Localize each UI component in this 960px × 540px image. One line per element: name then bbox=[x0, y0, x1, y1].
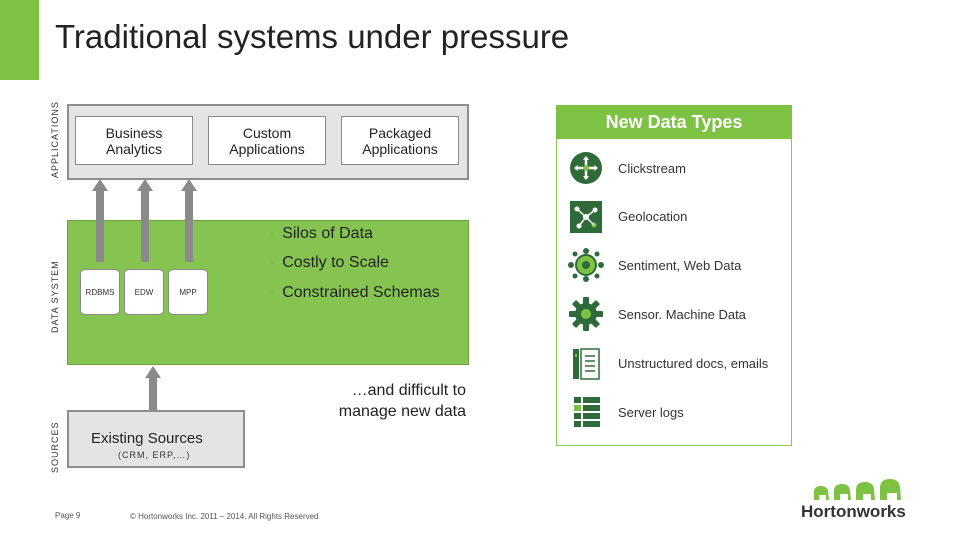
sentiment-icon bbox=[567, 248, 605, 282]
arrow-up-shaft bbox=[96, 220, 104, 262]
copyright: © Hortonworks Inc. 2011 – 2014. All Righ… bbox=[130, 512, 319, 521]
data-type-label: Clickstream bbox=[618, 161, 686, 176]
document-icon bbox=[573, 347, 601, 381]
app-label: Packaged Applications bbox=[362, 124, 438, 157]
db-label: MPP bbox=[179, 287, 197, 297]
bullet-item: •Costly to Scale bbox=[270, 254, 389, 271]
db-edw: EDW bbox=[124, 269, 164, 315]
arrow-up-head bbox=[92, 179, 108, 191]
app-label: Custom Applications bbox=[229, 124, 305, 157]
db-label: EDW bbox=[134, 287, 154, 297]
geolocation-icon bbox=[569, 200, 603, 234]
bullet-text: Constrained Schemas bbox=[282, 284, 440, 301]
elephants-logo-icon bbox=[812, 478, 904, 504]
app-label: Business Analytics bbox=[105, 124, 163, 157]
clickstream-icon bbox=[569, 151, 603, 185]
bullet-text: Costly to Scale bbox=[282, 254, 389, 271]
app-business-analytics: Business Analytics bbox=[75, 116, 193, 165]
title-accent-bar bbox=[0, 0, 39, 80]
bullet-text: Silos of Data bbox=[282, 225, 373, 242]
layer-label-sources: SOURCES bbox=[50, 421, 60, 473]
data-type-label: Sensor. Machine Data bbox=[618, 307, 746, 322]
sensor-gear-icon bbox=[569, 297, 603, 331]
db-mpp: MPP bbox=[168, 269, 208, 315]
difficult-caption: …and difficult to manage new data bbox=[338, 382, 466, 420]
arrow-up-head bbox=[181, 179, 197, 191]
data-type-label: Unstructured docs, emails bbox=[618, 356, 769, 371]
new-data-types-header: New Data Types bbox=[556, 105, 792, 139]
data-type-label: Sentiment, Web Data bbox=[618, 258, 742, 273]
arrow-up-shaft bbox=[141, 220, 149, 262]
db-label: RDBMS bbox=[85, 287, 115, 297]
sources-panel bbox=[67, 410, 245, 468]
page-number: Page 9 bbox=[55, 511, 81, 520]
bullet-item: •Constrained Schemas bbox=[270, 284, 440, 301]
arrow-up-shaft bbox=[149, 378, 157, 412]
brand-logo-text: Hortonworks bbox=[801, 502, 906, 521]
sources-title: Existing Sources bbox=[91, 430, 203, 447]
arrow-up-shaft bbox=[185, 220, 193, 262]
arrow-up-head bbox=[137, 179, 153, 191]
layer-label-applications: APPLICATIONS bbox=[50, 101, 60, 178]
sources-subtitle: (CRM, ERP,…) bbox=[118, 450, 191, 460]
data-type-label: Server logs bbox=[618, 405, 684, 420]
arrow-up-head bbox=[145, 366, 161, 378]
app-custom-applications: Custom Applications bbox=[208, 116, 326, 165]
page-title: Traditional systems under pressure bbox=[55, 18, 570, 55]
server-logs-icon bbox=[574, 396, 600, 430]
app-packaged-applications: Packaged Applications bbox=[341, 116, 459, 165]
layer-label-data-system: DATA SYSTEM bbox=[50, 260, 60, 333]
bullet-item: •Silos of Data bbox=[270, 225, 373, 242]
db-rdbms: RDBMS bbox=[80, 269, 120, 315]
data-type-label: Geolocation bbox=[618, 209, 688, 224]
